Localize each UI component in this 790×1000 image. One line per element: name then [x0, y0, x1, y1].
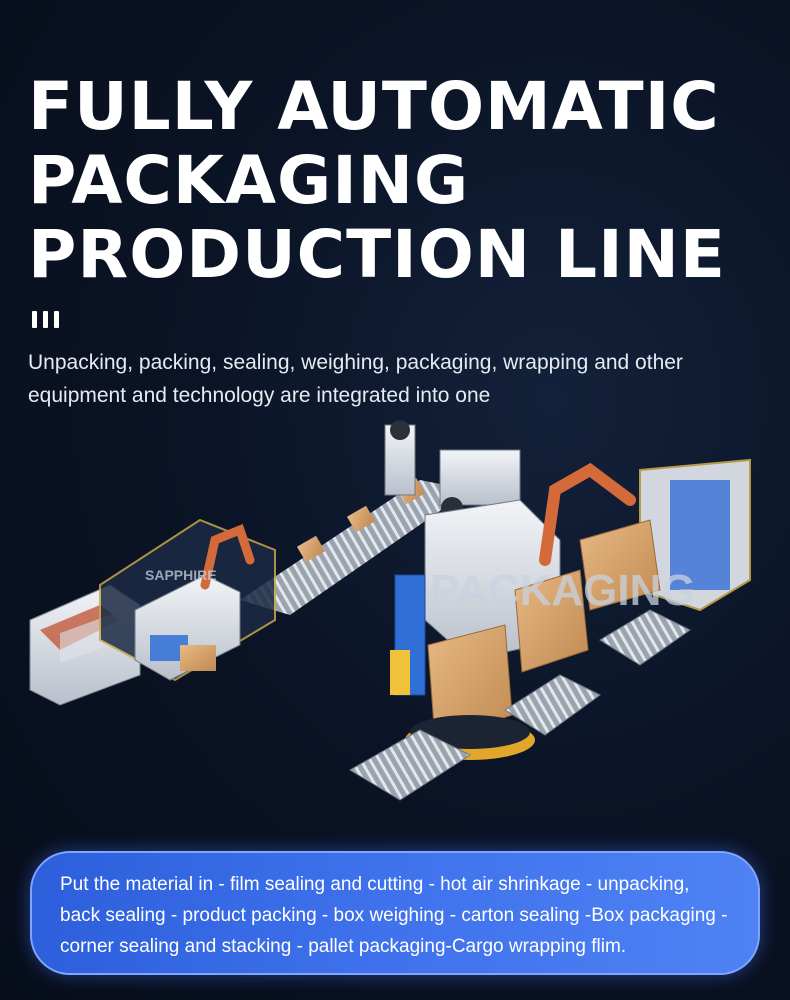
process-caption-box: Put the material in - film sealing and c…: [30, 851, 760, 975]
watermark-logo: SAPPHIRE: [145, 567, 217, 583]
robot-arm-right: [539, 462, 636, 566]
watermark-text: PACKAGING: [430, 566, 696, 615]
lower-conveyor: [349, 609, 691, 801]
title-line-3: PRODUCTION LINE: [28, 216, 726, 293]
title-line-1: FULLY AUTOMATIC: [28, 68, 720, 145]
stacking-zone: [424, 458, 751, 741]
page-title: FULLY AUTOMATIC PACKAGING PRODUCTION LIN…: [28, 70, 726, 292]
decorative-bars: [32, 311, 59, 328]
subtitle: Unpacking, packing, sealing, weighing, p…: [28, 351, 683, 407]
carton-sealing-machines: [384, 420, 521, 519]
production-line-illustration: SAPPHIRE PACKAGING: [29, 420, 751, 801]
process-caption: Put the material in - film sealing and c…: [60, 874, 728, 957]
robot-arm-left: [200, 524, 255, 590]
title-line-2: PACKAGING: [28, 142, 470, 219]
packing-cell: [99, 518, 276, 682]
